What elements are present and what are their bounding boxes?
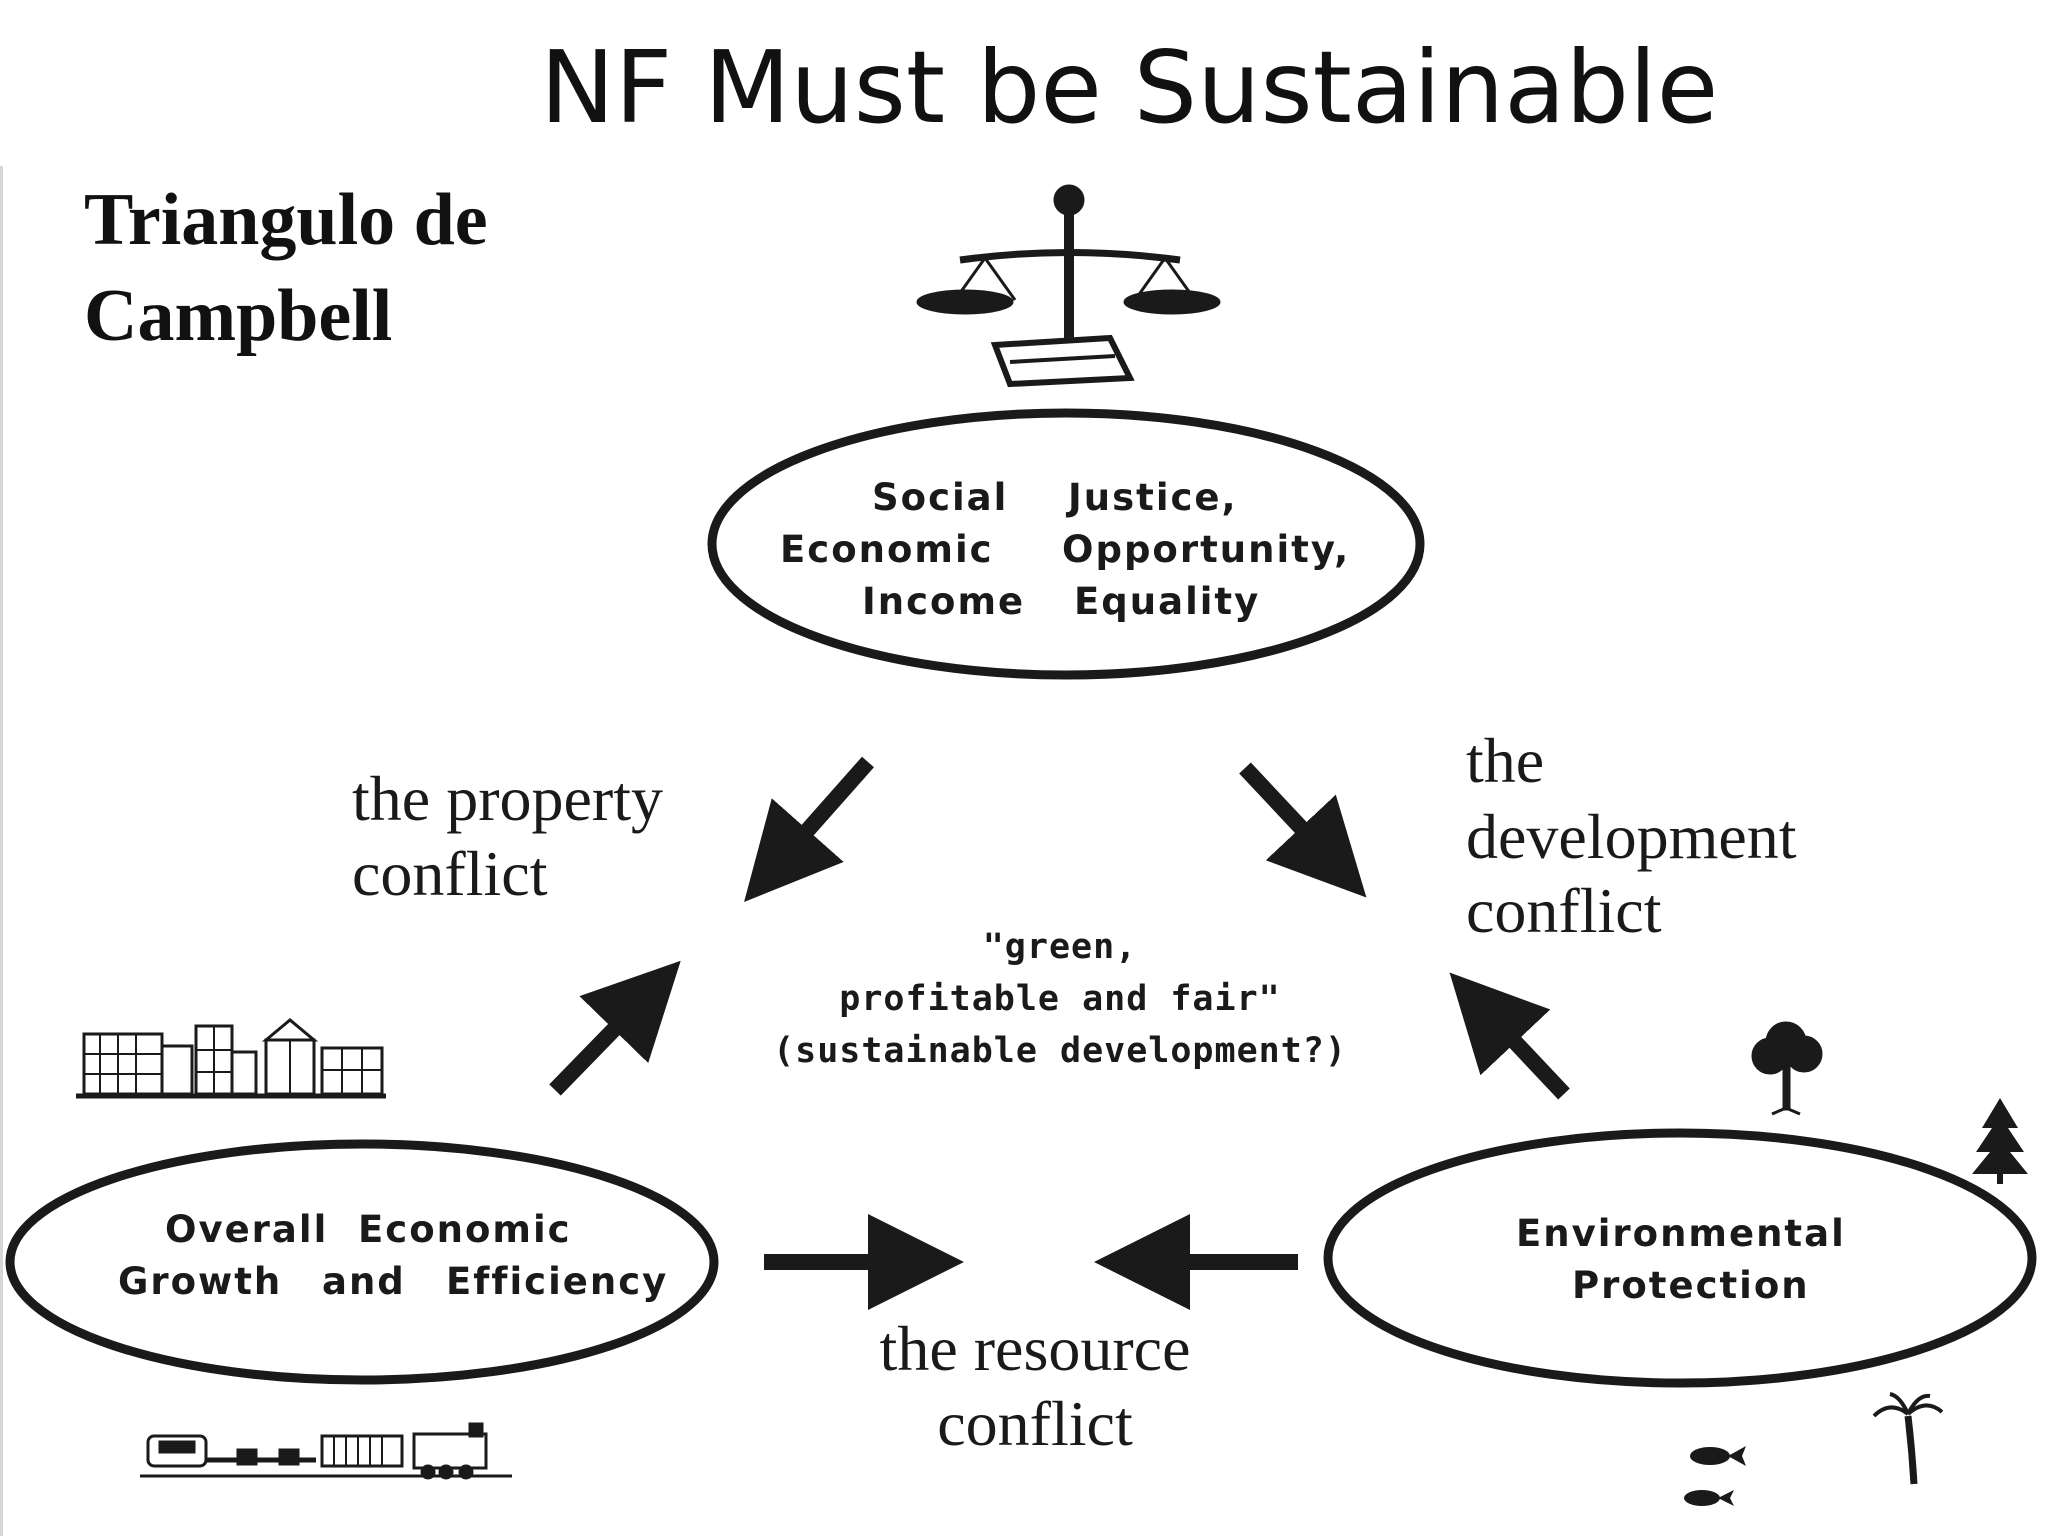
social-node-label: Social Justice, Economic Opportunity, In… [780,476,1350,623]
diagram-subtitle: Triangulo de Campbell [84,172,604,364]
economic-word-economic: Economic [358,1208,572,1251]
resource-conflict-line-1: the resource [880,1313,1191,1384]
resource-conflict-line-2: conflict [937,1388,1133,1459]
economic-node-label: Overall Economic Growth and Efficiency [118,1208,668,1303]
economic-word-efficiency: Efficiency [446,1260,668,1303]
social-word-income: Income [862,580,1025,623]
deciduous-tree-icon [1751,1021,1823,1116]
arrow-social-to-center-left [744,756,874,902]
center-label: "green, profitable and fair" (sustainabl… [773,927,1347,1071]
fish-icon [1684,1446,1746,1506]
social-word-equality: Equality [1074,580,1260,623]
social-word-opportunity: Opportunity, [1062,528,1350,571]
economic-word-growth: Growth [118,1260,282,1303]
social-word-economic: Economic [780,528,994,571]
train-icon [140,1422,512,1480]
arrow-environmental-to-center [1449,972,1570,1100]
social-word-social: Social [872,476,1008,519]
environmental-node-label: Environmental Protection [1516,1212,1846,1307]
development-conflict-label: the development conflict [1466,725,1797,946]
center-line-3: (sustainable development?) [773,1031,1347,1071]
subtitle-line-2: Campbell [84,275,393,357]
property-conflict-label: the property conflict [352,763,663,909]
pine-tree-icon [1972,1098,2028,1184]
conflict-arrows [549,756,1570,1310]
arrow-economic-to-center [549,960,681,1096]
property-conflict-line-1: the property [352,763,663,834]
economic-node-ellipse [5,1139,719,1385]
development-conflict-line-3: conflict [1466,875,1662,946]
development-conflict-line-2: development [1466,801,1797,872]
environmental-line-1: Environmental [1516,1212,1846,1255]
economic-word-overall: Overall [165,1208,328,1251]
palm-tree-icon [1872,1392,1944,1485]
slide-frame [0,166,2048,1536]
resource-conflict-label: the resource conflict [880,1313,1191,1459]
economic-word-and: and [322,1260,406,1303]
environmental-node-ellipse [1323,1128,2037,1388]
development-conflict-line-1: the [1466,725,1544,796]
center-line-1: "green, [983,927,1138,967]
subtitle-line-1: Triangulo de [84,179,488,261]
property-conflict-line-2: conflict [352,838,548,909]
social-node-ellipse [707,408,1425,680]
social-word-justice: Justice, [1065,476,1238,519]
city-buildings-icon [76,1018,386,1099]
scales-of-justice-icon [916,184,1221,388]
center-line-2: profitable and fair" [839,979,1280,1019]
environmental-line-2: Protection [1572,1264,1810,1307]
page-title: NF Must be Sustainable [540,29,1719,146]
arrow-social-to-center-right [1239,762,1367,898]
